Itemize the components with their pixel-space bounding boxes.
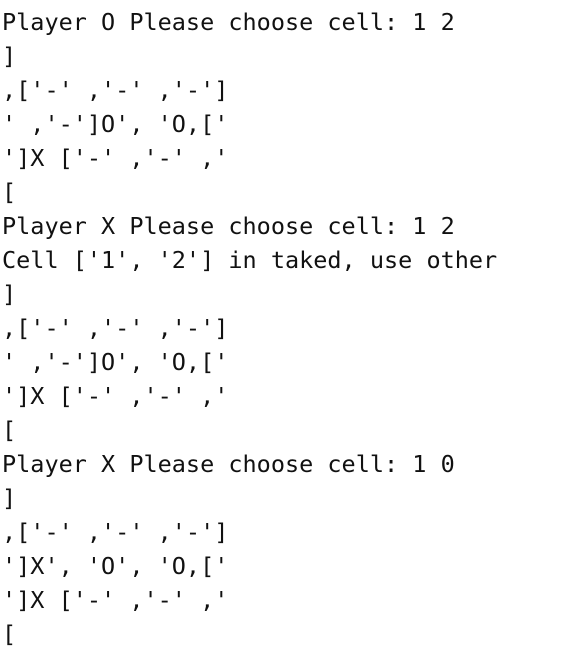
console-line-prompt: Player O Please choose cell: 1 2 <box>2 8 455 36</box>
console-line: ] <box>2 42 17 70</box>
console-line: [ <box>2 620 17 648</box>
console-line-error: Cell ['1', '2'] in taked, use other <box>2 246 498 274</box>
console-line: ] <box>2 484 17 512</box>
console-line: [ <box>2 178 17 206</box>
console-line: ] <box>2 280 17 308</box>
console-line-board-row: ,['-' ,'-' ,'-'] <box>2 314 229 342</box>
console-line-board-row: ']X ['-' ,'-' ,' <box>2 382 229 410</box>
console-line-board-row: ']X ['-' ,'-' ,' <box>2 144 229 172</box>
console-line-prompt: Player X Please choose cell: 1 0 <box>2 450 455 478</box>
console-line-prompt: Player X Please choose cell: 1 2 <box>2 212 455 240</box>
console-line-board-row: ']X', 'O', 'O,[' <box>2 552 229 580</box>
console-line-board-row: ' ,'-']O', 'O,[' <box>2 110 229 138</box>
console-line-board-row: ,['-' ,'-' ,'-'] <box>2 76 229 104</box>
console-line-board-row: ']X ['-' ,'-' ,' <box>2 586 229 614</box>
console-line: [ <box>2 416 17 444</box>
console-line-board-row: ,['-' ,'-' ,'-'] <box>2 518 229 546</box>
console-line-board-row: ' ,'-']O', 'O,[' <box>2 348 229 376</box>
